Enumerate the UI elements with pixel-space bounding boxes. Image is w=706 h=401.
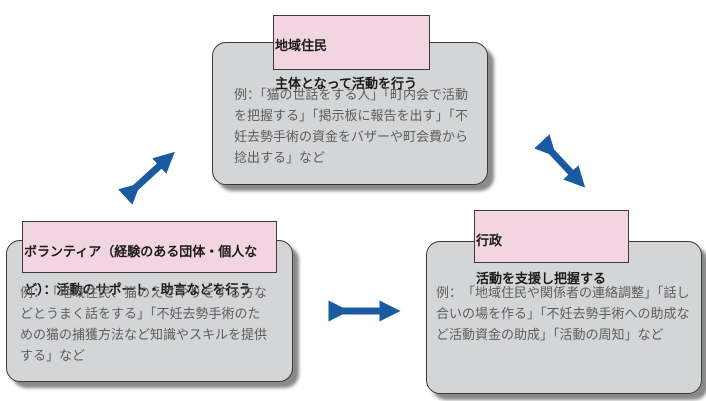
- residents-body: 例：「猫の世話をする人」「町内会で活動を把握する」「掲示板に報告を出す」「不妊去…: [234, 88, 469, 166]
- government-title-line1: 行政: [476, 234, 503, 249]
- residents-title-line1: 地域住民: [275, 39, 328, 54]
- government-label: 行政 活動を支援し把握する: [474, 210, 629, 287]
- residents-title-line2: 主体となって活動を行う: [275, 77, 417, 92]
- government-body: 例： 「地域住民や関係者の連絡調整」「話し合いの場を作る」「不妊去勢手術への助成…: [436, 286, 690, 343]
- volunteers-title-line2: ど）：活動のサポート・助言などを行う: [24, 283, 252, 298]
- volunteers-body: 例： 「地域住民、猫のえさやりをする方などとうまく話をする」「不妊去勢手術のため…: [20, 286, 268, 364]
- residents-label: 地域住民 主体となって活動を行う: [273, 15, 430, 92]
- volunteers-label: ボランティア（経験のある団体・個人な ど）：活動のサポート・助言などを行う: [22, 221, 277, 298]
- volunteers-title-line1: ボランティア（経験のある団体・個人な: [24, 245, 258, 260]
- arrow-residents-volunteers: [118, 151, 175, 205]
- government-title-line2: 活動を支援し把握する: [476, 272, 607, 287]
- arrow-residents-government: [534, 134, 586, 188]
- government-box: [426, 241, 702, 394]
